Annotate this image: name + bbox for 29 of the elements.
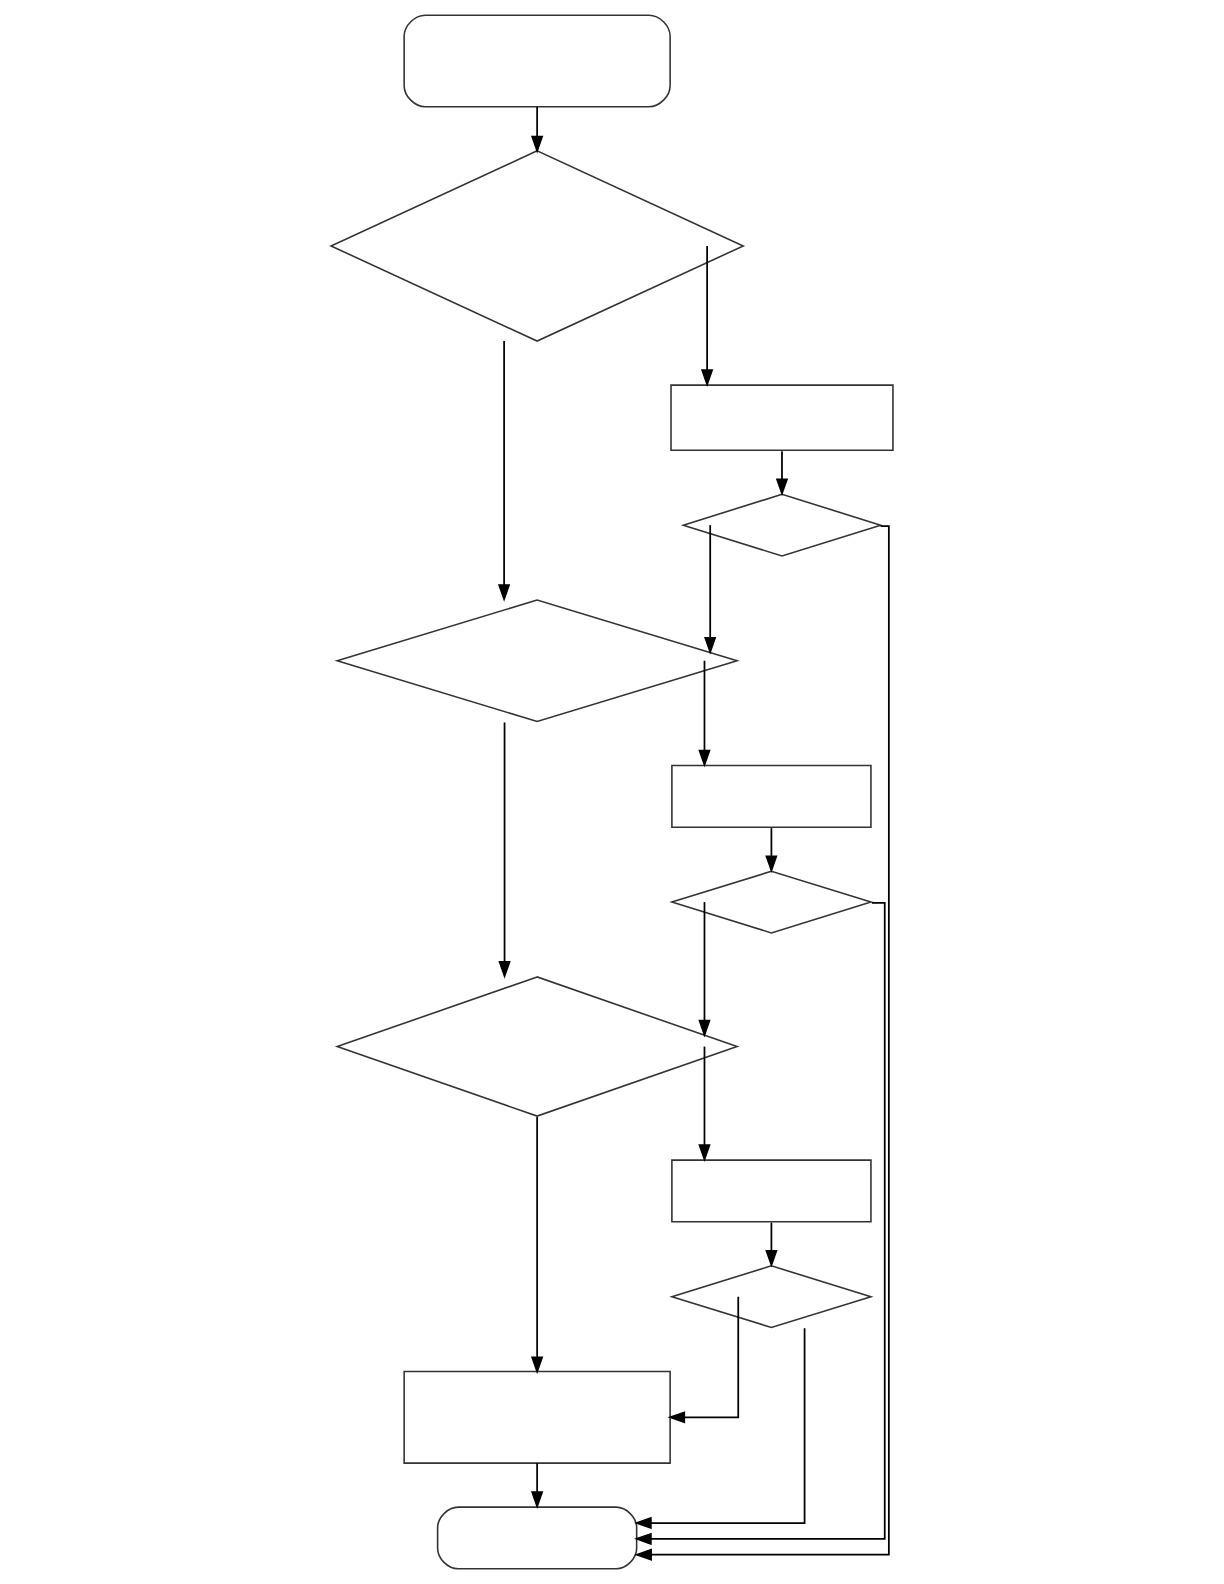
arrow [634, 525, 890, 1561]
arrow [700, 245, 714, 387]
arrow [498, 721, 511, 979]
arrow [765, 827, 778, 874]
arrow [698, 659, 711, 768]
node-diamond [334, 976, 740, 1117]
node-diamond [334, 599, 740, 723]
arrow [530, 1116, 544, 1375]
node-oval [403, 14, 671, 108]
node-diamond [669, 1265, 874, 1329]
node-box [670, 384, 894, 452]
node-box [403, 1370, 671, 1464]
arrow [667, 1295, 740, 1424]
arrow [530, 105, 544, 154]
arrow [634, 902, 886, 1546]
node-diamond [329, 149, 746, 342]
arrow [698, 1045, 711, 1162]
arrow [634, 1327, 806, 1530]
node-box [671, 1159, 872, 1223]
arrow [775, 450, 789, 497]
node-oval [436, 1506, 638, 1570]
node-diamond [680, 493, 884, 557]
arrow [497, 340, 511, 602]
arrow [765, 1221, 778, 1268]
node-box [671, 764, 872, 829]
node-diamond [669, 870, 874, 934]
arrow [530, 1462, 544, 1509]
arrow [698, 901, 711, 1038]
arrow [704, 524, 717, 655]
